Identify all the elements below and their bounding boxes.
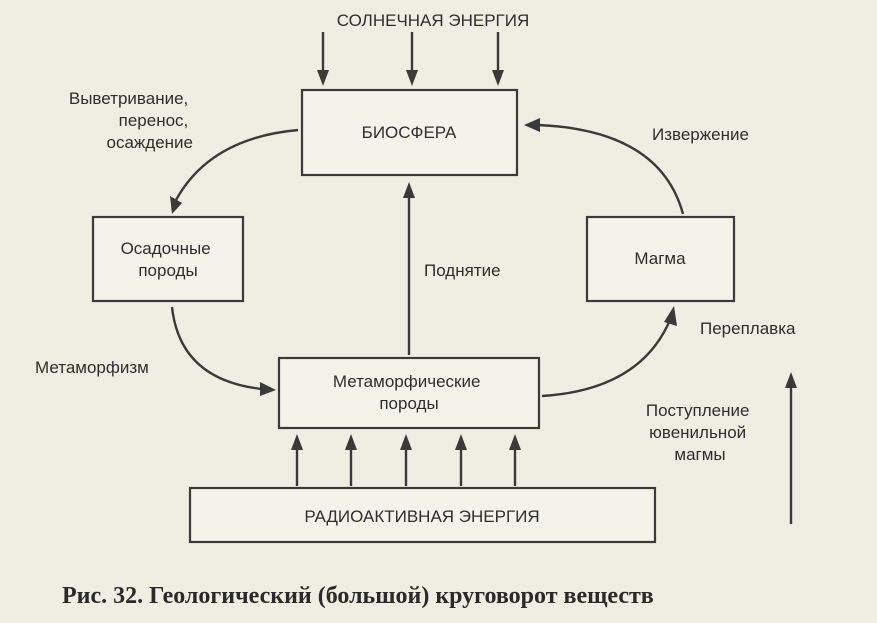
magma-label: Магма	[634, 249, 686, 268]
radioactive-arrow-3-head	[400, 434, 412, 450]
radioactive-arrow-4-head	[455, 434, 467, 450]
weathering-arrow	[174, 128, 299, 201]
solar-arrow-1-head	[317, 70, 329, 86]
radioactive-energy-box	[188, 486, 657, 544]
solar-energy-label: СОЛНЕЧНАЯ ЭНЕРГИЯ	[337, 11, 530, 30]
uplift-label: Поднятие	[424, 261, 501, 280]
solar-arrow-2-head	[406, 70, 418, 86]
biosphere-box	[300, 88, 519, 177]
figure-caption: Рис. 32. Геологический (большой) кругово…	[62, 583, 654, 609]
eruption-label: Извержение	[652, 125, 749, 144]
uplift-arrow-head	[403, 182, 415, 198]
sedimentary-rocks-box	[91, 215, 245, 303]
radioactive-arrow-2-head	[345, 434, 357, 450]
radioactive-arrow-1-head	[291, 434, 303, 450]
metamorphic-rocks-label: Метаморфические породы	[333, 372, 485, 413]
juvenile-magma-label: Поступление ювенильной магмы	[646, 401, 754, 464]
radioactive-arrow-5-head	[509, 434, 521, 450]
solar-arrow-3-head	[492, 70, 504, 86]
remelting-label: Переплавка	[700, 319, 796, 338]
eruption-arrow-head	[524, 118, 540, 132]
sedimentary-rocks-label: Осадочные породы	[121, 239, 216, 280]
metamorphism-label: Метаморфизм	[35, 358, 149, 377]
weathering-label: Выветривание, перенос, осаждение	[69, 89, 193, 152]
weathering-arrow-head	[170, 196, 182, 214]
remelting-arrow	[541, 319, 672, 398]
juvenile-magma-arrow-head	[785, 372, 797, 388]
eruption-arrow	[537, 123, 685, 215]
metamorphism-arrow-head	[260, 382, 276, 396]
metamorphic-rocks-box	[277, 356, 541, 430]
biosphere-label: БИОСФЕРА	[362, 123, 457, 142]
magma-box	[585, 215, 736, 303]
radioactive-energy-label: РАДИОАКТИВНАЯ ЭНЕРГИЯ	[304, 507, 539, 526]
remelting-arrow-head	[664, 306, 677, 326]
metamorphism-arrow	[170, 306, 263, 391]
